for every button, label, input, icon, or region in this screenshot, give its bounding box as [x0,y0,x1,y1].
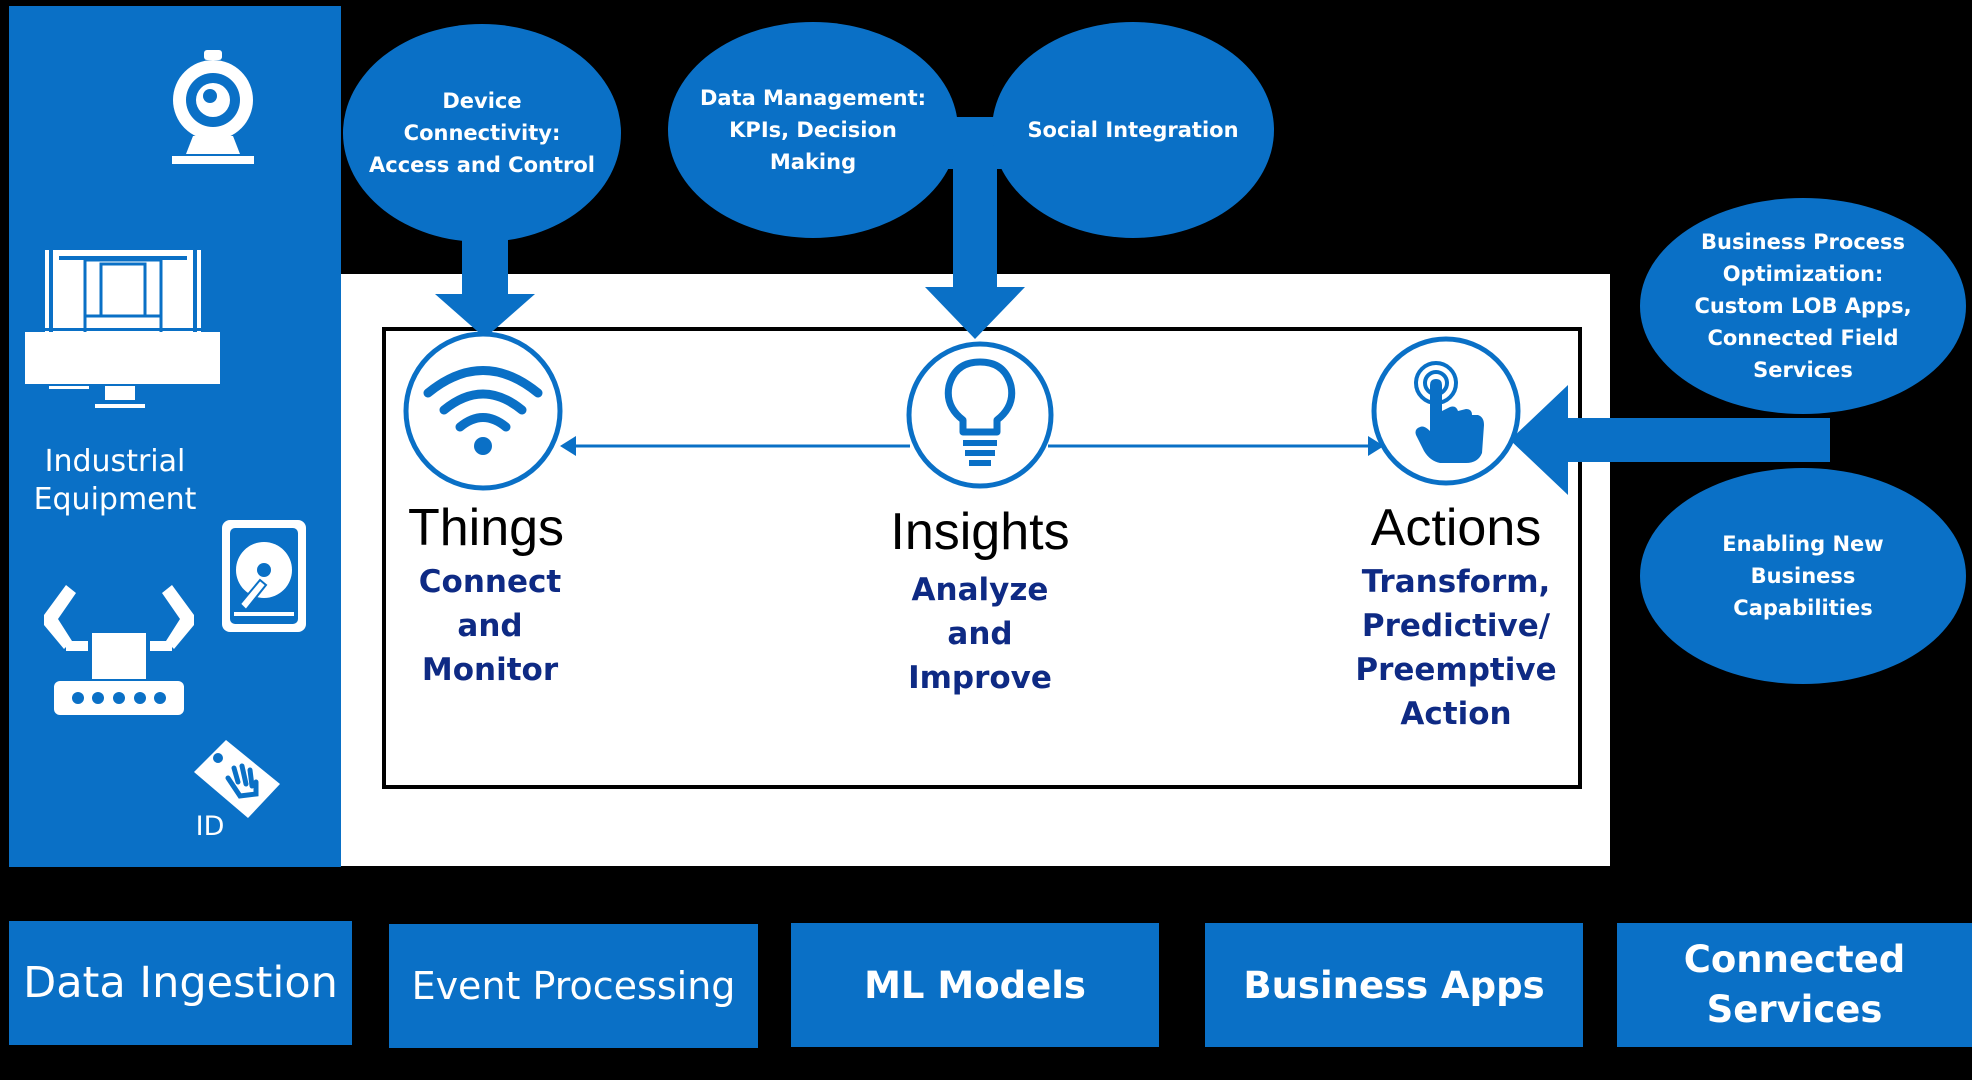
lightbulb-icon [906,341,1054,489]
actions-title: Actions [1370,499,1542,557]
device-sidebar [9,6,341,867]
hand-tag-icon [194,740,280,818]
event-processing-box: Event Processing [389,924,758,1048]
insights-to-things-arrow [560,436,910,456]
robot-arm-conveyor-icon [44,585,194,715]
insights-to-actions-arrow [1048,436,1384,456]
industrial-equipment-label: Industrial Equipment [33,444,197,517]
actions-subtitle: Transform, Predictive/ Preemptive Action [1355,564,1557,732]
data-ingestion-box: Data Ingestion [9,921,352,1045]
data-management-bubble: Data Management: KPIs, Decision Making [668,22,958,238]
connected-services-box: Connected Services [1617,923,1972,1047]
wifi-icon [403,331,563,491]
industrial-machine-icon [25,250,220,408]
enabling-capabilities-bubble: Enabling New Business Capabilities [1640,468,1966,684]
data-to-insights-arrow [925,117,1025,339]
insights-title: Insights [890,503,1070,561]
insights-subtitle: Analyze and Improve [908,572,1052,696]
ml-models-box: ML Models [791,923,1159,1047]
id-label: ID [195,811,225,842]
hard-drive-icon [222,520,306,632]
things-title: Things [407,499,565,557]
webcam-icon [172,50,254,164]
things-subtitle: Connect and Monitor [418,564,562,688]
business-to-actions-arrow [1510,385,1830,495]
device-connectivity-bubble: Device Connectivity: Access and Control [343,24,621,242]
social-integration-bubble: Social Integration [992,22,1274,238]
business-apps-box: Business Apps [1205,923,1583,1047]
touch-hand-icon [1371,336,1521,486]
business-process-bubble: Business Process Optimization: Custom LO… [1640,198,1966,414]
